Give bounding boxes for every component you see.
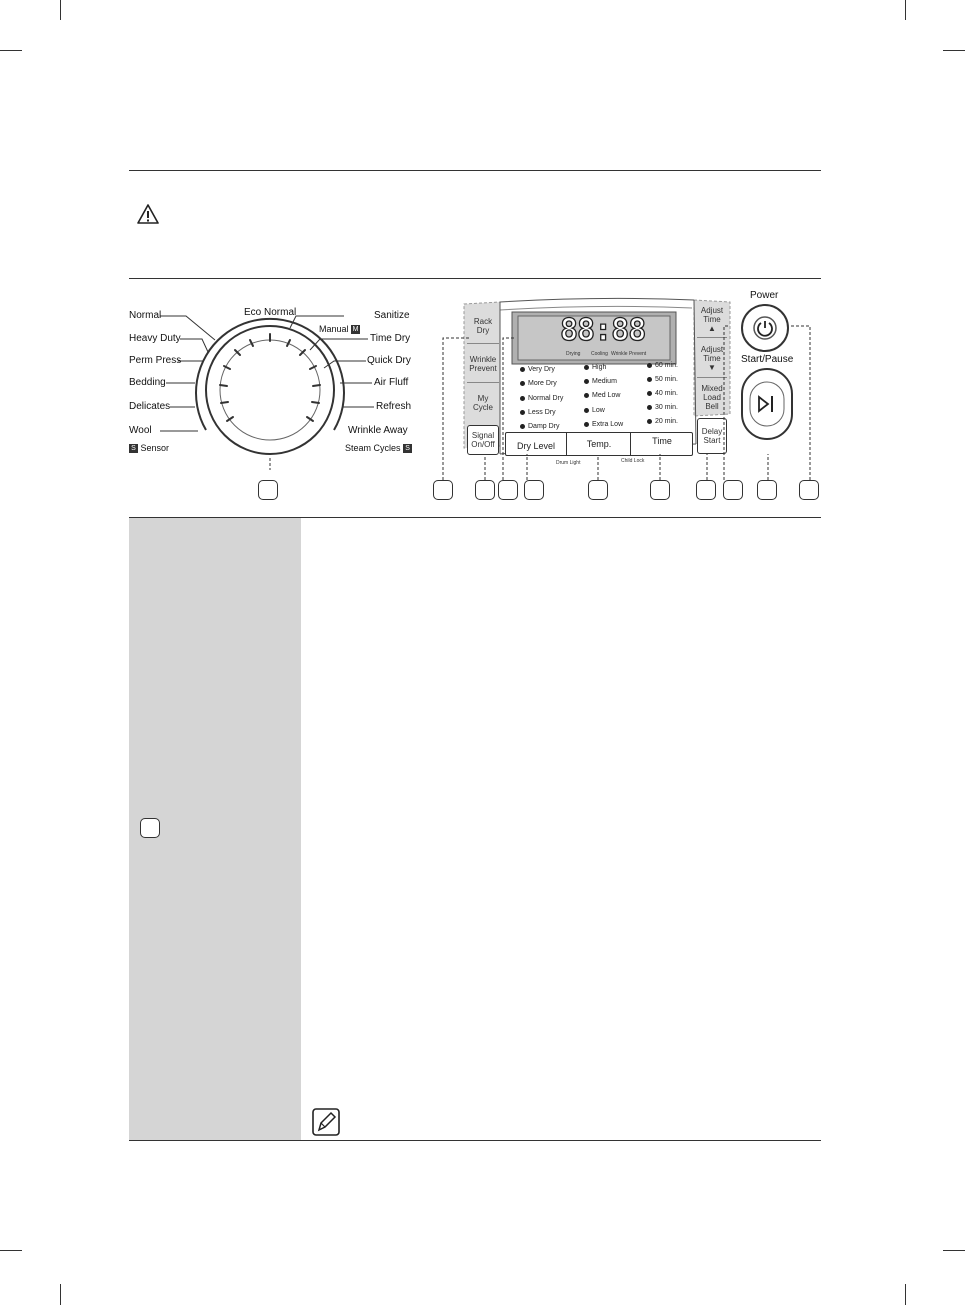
callout-dry-level [524,480,544,500]
time-option: 40 min. [647,390,678,397]
control-panel-outline [463,297,731,455]
dial-label-steam: Steam Cycles S [345,442,413,454]
panel-leaders [442,325,811,480]
cycle-dial [195,317,345,470]
callout-dial [258,480,278,500]
rack-dry-button[interactable]: Rack Dry [467,308,499,344]
temp-option: Extra Low [584,421,623,428]
callout-time [650,480,670,500]
note-icon [312,1108,340,1136]
dial-label-wool: Wool [129,425,152,436]
crop-mark [0,1250,22,1251]
crop-mark [60,1284,61,1305]
dial-label-time-dry: Time Dry [370,333,411,344]
time-option: 60 min. [647,362,678,369]
crop-mark [905,1284,906,1305]
drum-light-label: Drum Light [556,460,581,466]
power-button[interactable] [741,304,789,352]
dry-level-option: Less Dry [520,409,556,416]
callout-table [140,818,160,838]
tab-dry-level[interactable]: Dry Level [516,441,555,451]
dial-label-delicates: Delicates [129,401,171,412]
my-cycle-button[interactable]: My Cycle [472,394,493,412]
callout-display [498,480,518,500]
display-sub-wrinkle: Wrinkle Prevent [611,351,647,357]
dial-leaders [160,315,374,432]
crop-mark [905,0,906,20]
temp-option: Medium [584,378,617,385]
callout-start-pause [757,480,777,500]
mixed-load-bell-button[interactable]: Mixed Load Bell [701,383,723,411]
dial-label-sensor: S Sensor [129,442,169,454]
dial-label-refresh: Refresh [376,401,412,412]
time-option: 50 min. [647,376,678,383]
crop-mark [943,1250,965,1251]
dial-label-sanitize: Sanitize [374,310,410,321]
start-pause-label: Start/Pause [741,354,794,365]
callout-adjust-time [723,480,743,500]
power-label: Power [750,290,779,301]
top-rule [129,170,821,171]
tab-strip [505,432,693,456]
mid-rule [129,278,821,279]
display-sub-cooling: Cooling [591,351,608,357]
tab-time[interactable]: Time [652,436,672,446]
dry-level-option: Damp Dry [520,423,560,430]
display-digits: 88:88 [559,312,647,348]
dial-label-manual: Manual M [319,324,361,335]
power-icon [753,316,777,340]
crop-mark [943,50,965,51]
callout-power [799,480,819,500]
time-option: 20 min. [647,418,678,425]
wrinkle-prevent-button[interactable]: Wrinkle Prevent [467,345,499,383]
dial-label-heavy-duty: Heavy Duty [129,333,181,344]
manual-icon: M [351,325,361,335]
callout-rack-dry [433,480,453,500]
temp-option: High [584,364,606,371]
child-lock-label: Child Lock [621,458,645,464]
dry-level-option: Very Dry [520,366,555,373]
bottom-rule [129,1140,821,1141]
time-option: 30 min. [647,404,678,411]
dial-label-bedding: Bedding [129,377,166,388]
down-arrow-icon: ▼ [708,363,716,372]
signal-button[interactable]: Signal On/Off [467,425,499,455]
dry-level-option: More Dry [520,380,557,387]
adjust-time-up-button[interactable]: Adjust Time▲ [697,302,727,338]
tab-temp[interactable]: Temp. [586,439,612,449]
temp-option: Low [584,407,605,414]
dial-label-normal: Normal [129,310,162,321]
warning-icon [137,204,159,224]
section-rule [129,517,821,518]
temp-option: Med Low [584,392,620,399]
callout-signal [475,480,495,500]
adjust-time-down-button[interactable]: Adjust Time▼ [697,340,727,378]
dial-label-wrinkle-away: Wrinkle Away [348,425,408,436]
dry-level-option: Normal Dry [520,395,563,402]
callout-temp [588,480,608,500]
start-pause-button[interactable] [741,368,793,440]
dial-label-air-fluff: Air Fluff [374,377,409,388]
dial-label-eco-normal: Eco Normal [244,307,297,318]
steam-icon: S [403,444,413,454]
crop-mark [60,0,61,20]
dial-label-perm-press: Perm Press [129,355,182,366]
sensor-icon: S [129,444,138,454]
play-pause-icon [749,381,785,427]
delay-start-button[interactable]: Delay Start [697,418,727,454]
up-arrow-icon: ▲ [708,324,716,333]
dial-label-quick-dry: Quick Dry [367,355,411,366]
callout-delay-start [696,480,716,500]
display-sub-drying: Drying [566,351,581,357]
crop-mark [0,50,22,51]
